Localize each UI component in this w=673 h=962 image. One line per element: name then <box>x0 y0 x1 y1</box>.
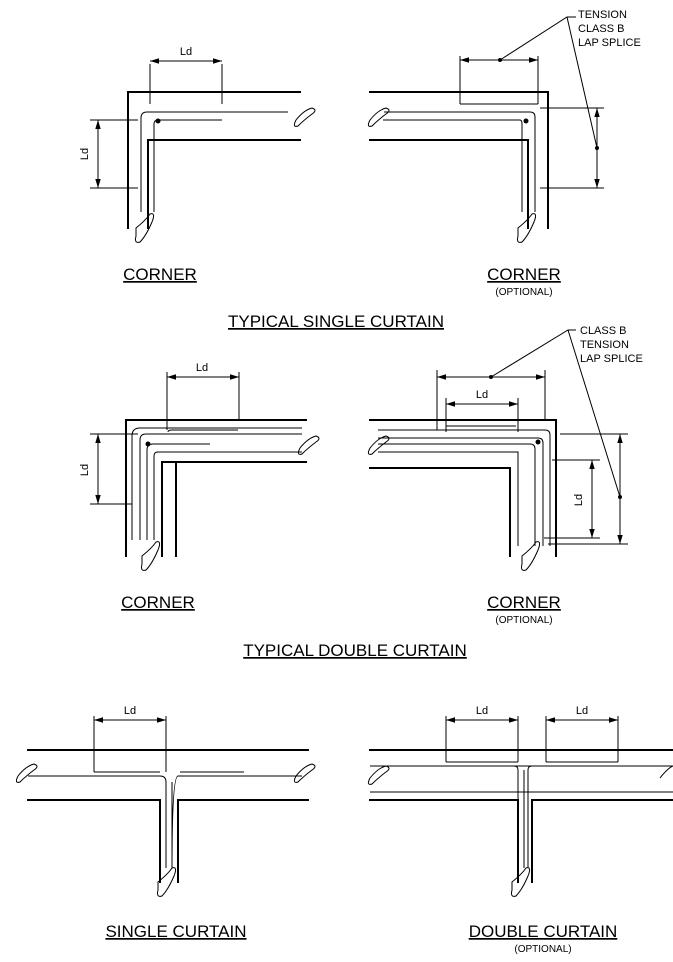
subcaption-optional-3: (OPTIONAL) <box>514 944 571 955</box>
caption-corner-single: CORNER <box>123 265 197 284</box>
subcaption-optional-2: (OPTIONAL) <box>495 615 552 626</box>
single-curtain-corner-detail <box>90 58 316 243</box>
single-curtain-corner-optional-detail <box>367 16 604 243</box>
caption-single-curtain: SINGLE CURTAIN <box>105 922 246 941</box>
ld-label-side: Ld <box>79 148 91 160</box>
note2-line-1: CLASS B <box>580 325 626 337</box>
double-curtain-corner-detail <box>90 372 320 571</box>
note-line-3: LAP SPLICE <box>578 37 641 49</box>
caption-corner-single-optional: CORNER <box>487 265 561 284</box>
double-curtain-tee-detail <box>367 716 673 897</box>
caption-corner-double-optional: CORNER <box>487 593 561 612</box>
note-line-2: CLASS B <box>578 23 624 35</box>
ld-label-tee-double-left: Ld <box>476 705 488 717</box>
class-b-tension-lap-splice-note: CLASS B TENSION LAP SPLICE <box>580 325 643 365</box>
double-curtain-corner-optional-detail <box>367 329 628 571</box>
note-line-1: TENSION <box>578 9 627 21</box>
ld-label-top: Ld <box>180 46 192 58</box>
note2-line-3: LAP SPLICE <box>580 353 643 365</box>
ld-label-tee-single: Ld <box>124 705 136 717</box>
caption-corner-double: CORNER <box>121 593 195 612</box>
single-curtain-tee-detail <box>15 716 316 897</box>
ld-label-top-2: Ld <box>196 362 208 374</box>
ld-label-top-3: Ld <box>476 389 488 401</box>
title-typical-single-curtain: TYPICAL SINGLE CURTAIN <box>228 312 444 331</box>
tension-class-b-lap-splice-note: TENSION CLASS B LAP SPLICE <box>578 9 641 49</box>
subcaption-optional-1: (OPTIONAL) <box>495 287 552 298</box>
note2-line-2: TENSION <box>580 339 629 351</box>
ld-label-side-3: Ld <box>573 494 585 506</box>
caption-double-curtain: DOUBLE CURTAIN <box>469 922 618 941</box>
title-typical-double-curtain: TYPICAL DOUBLE CURTAIN <box>243 641 467 660</box>
ld-label-side-2: Ld <box>79 464 91 476</box>
ld-label-tee-double-right: Ld <box>576 705 588 717</box>
